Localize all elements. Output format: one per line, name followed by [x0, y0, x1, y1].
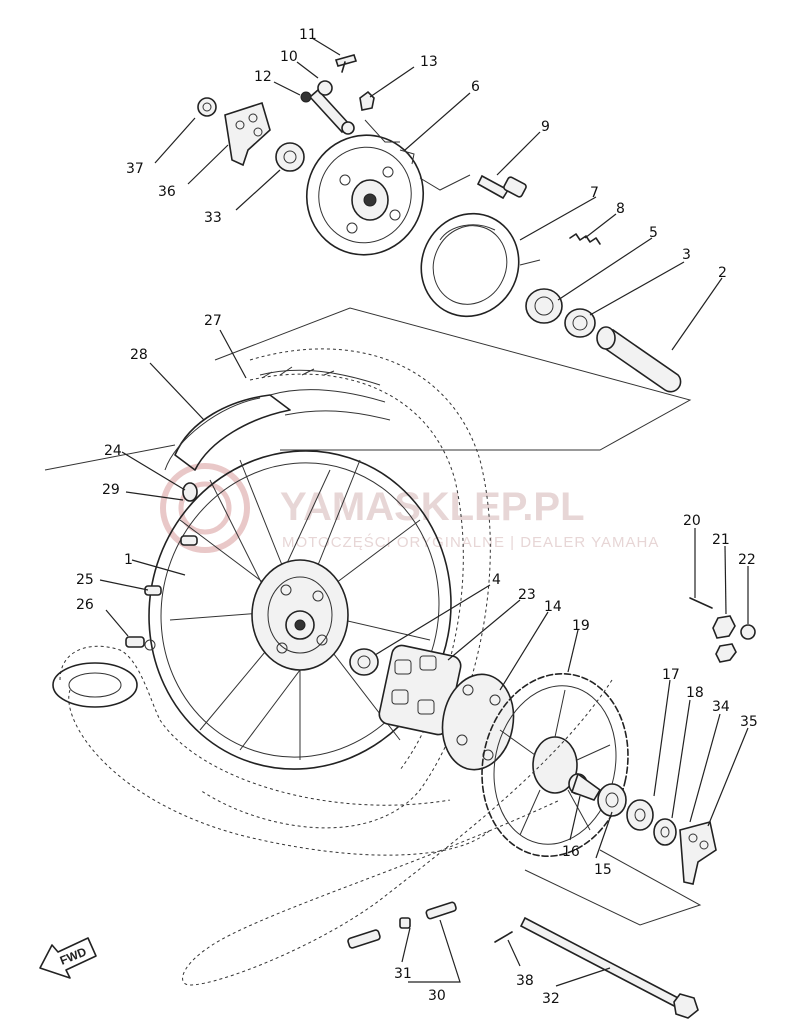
callout-11: 11 — [299, 27, 317, 43]
callout-15: 15 — [594, 862, 612, 878]
brake-cam-lever — [308, 80, 355, 135]
callout-35: 35 — [740, 714, 758, 730]
axle-nut-left — [197, 97, 217, 117]
callout-23: 23 — [518, 587, 536, 603]
callout-10: 10 — [280, 49, 298, 65]
chain-joint — [347, 901, 457, 949]
callout-38: 38 — [516, 973, 534, 989]
callout-33: 33 — [204, 210, 222, 226]
sprocket-bearing — [597, 783, 627, 817]
brake-spring — [569, 233, 601, 245]
axle-castle-nut — [712, 615, 737, 663]
callout-20: 20 — [683, 513, 701, 529]
callout-30: 30 — [428, 988, 446, 1004]
callout-12: 12 — [254, 69, 272, 85]
callout-24: 24 — [104, 443, 122, 459]
callout-34: 34 — [712, 699, 730, 715]
callout-36: 36 — [158, 184, 176, 200]
callout-27: 27 — [204, 313, 222, 329]
adjuster-plate-left — [224, 101, 271, 167]
callout-7: 7 — [590, 185, 599, 201]
callout-16: 16 — [562, 844, 580, 860]
callout-26: 26 — [76, 597, 94, 613]
callout-25: 25 — [76, 572, 94, 588]
callout-14: 14 — [544, 599, 562, 615]
inner-tube — [164, 397, 261, 471]
brake-shoe-kit — [420, 212, 520, 318]
sprocket-side-spacer — [568, 772, 602, 801]
brake-camshaft — [476, 174, 527, 200]
fwd-arrow-label: FWD — [58, 944, 89, 967]
hub-collar — [349, 648, 379, 676]
callout-9: 9 — [541, 119, 550, 135]
watermark: YAMASKLEP.PL MOTOCZĘŚCI ORYGINALNE | DEA… — [160, 463, 659, 553]
callout-8: 8 — [616, 201, 625, 217]
callout-1: 1 — [124, 552, 133, 568]
wheel-collar-left — [275, 142, 305, 172]
callout-31: 31 — [394, 966, 412, 982]
tire — [199, 348, 491, 829]
callout-37: 37 — [126, 161, 144, 177]
callout-6: 6 — [471, 79, 480, 95]
watermark-subtitle: MOTOCZĘŚCI ORYGINALNE | DEALER YAMAHA — [282, 533, 659, 551]
axle-spacer-cylinder — [596, 326, 682, 393]
watermark-title: YAMASKLEP.PL — [280, 485, 585, 529]
callout-18: 18 — [686, 685, 704, 701]
rear-axle — [519, 916, 699, 1019]
drive-chain — [182, 679, 613, 986]
brake-rod-joint — [359, 90, 375, 111]
cam-lever-nut — [300, 91, 312, 103]
forward-direction-arrow: FWD — [39, 937, 97, 979]
callout-17: 17 — [662, 667, 680, 683]
sprocket-oil-seal — [626, 799, 654, 831]
rear-sprocket — [481, 672, 629, 858]
callout-labels: 1 2 3 4 5 6 7 8 9 10 11 12 13 14 15 16 1… — [76, 27, 758, 1007]
assembly-guide-lines — [44, 119, 702, 926]
callout-22: 22 — [738, 552, 756, 568]
pinch-bolt — [334, 54, 358, 73]
valve-and-nuts — [125, 482, 198, 651]
sprocket-clutch-hub — [378, 644, 462, 736]
chain-clip — [494, 931, 513, 943]
rear-fender-shell — [52, 645, 491, 856]
callout-28: 28 — [130, 347, 148, 363]
sprocket-collar — [653, 818, 677, 846]
cotter-pin — [689, 597, 713, 609]
callout-2: 2 — [718, 265, 727, 281]
oil-seal — [564, 308, 596, 338]
axle-washer — [740, 624, 756, 640]
callout-3: 3 — [682, 247, 691, 263]
callout-19: 19 — [572, 618, 590, 634]
wheel-rim — [148, 450, 452, 770]
callout-29: 29 — [102, 482, 120, 498]
bearing — [525, 288, 563, 324]
callout-32: 32 — [542, 991, 560, 1007]
sprocket-drive-hub — [441, 673, 515, 771]
callout-4: 4 — [492, 572, 501, 588]
callout-5: 5 — [649, 225, 658, 241]
callout-leaders — [99, 37, 749, 987]
brake-shoe-plate — [305, 134, 425, 256]
adjuster-plate-right — [679, 821, 717, 885]
rim-band — [174, 394, 291, 471]
callout-21: 21 — [712, 532, 730, 548]
watermark-logo-icon — [160, 463, 250, 553]
callout-13: 13 — [420, 54, 438, 70]
